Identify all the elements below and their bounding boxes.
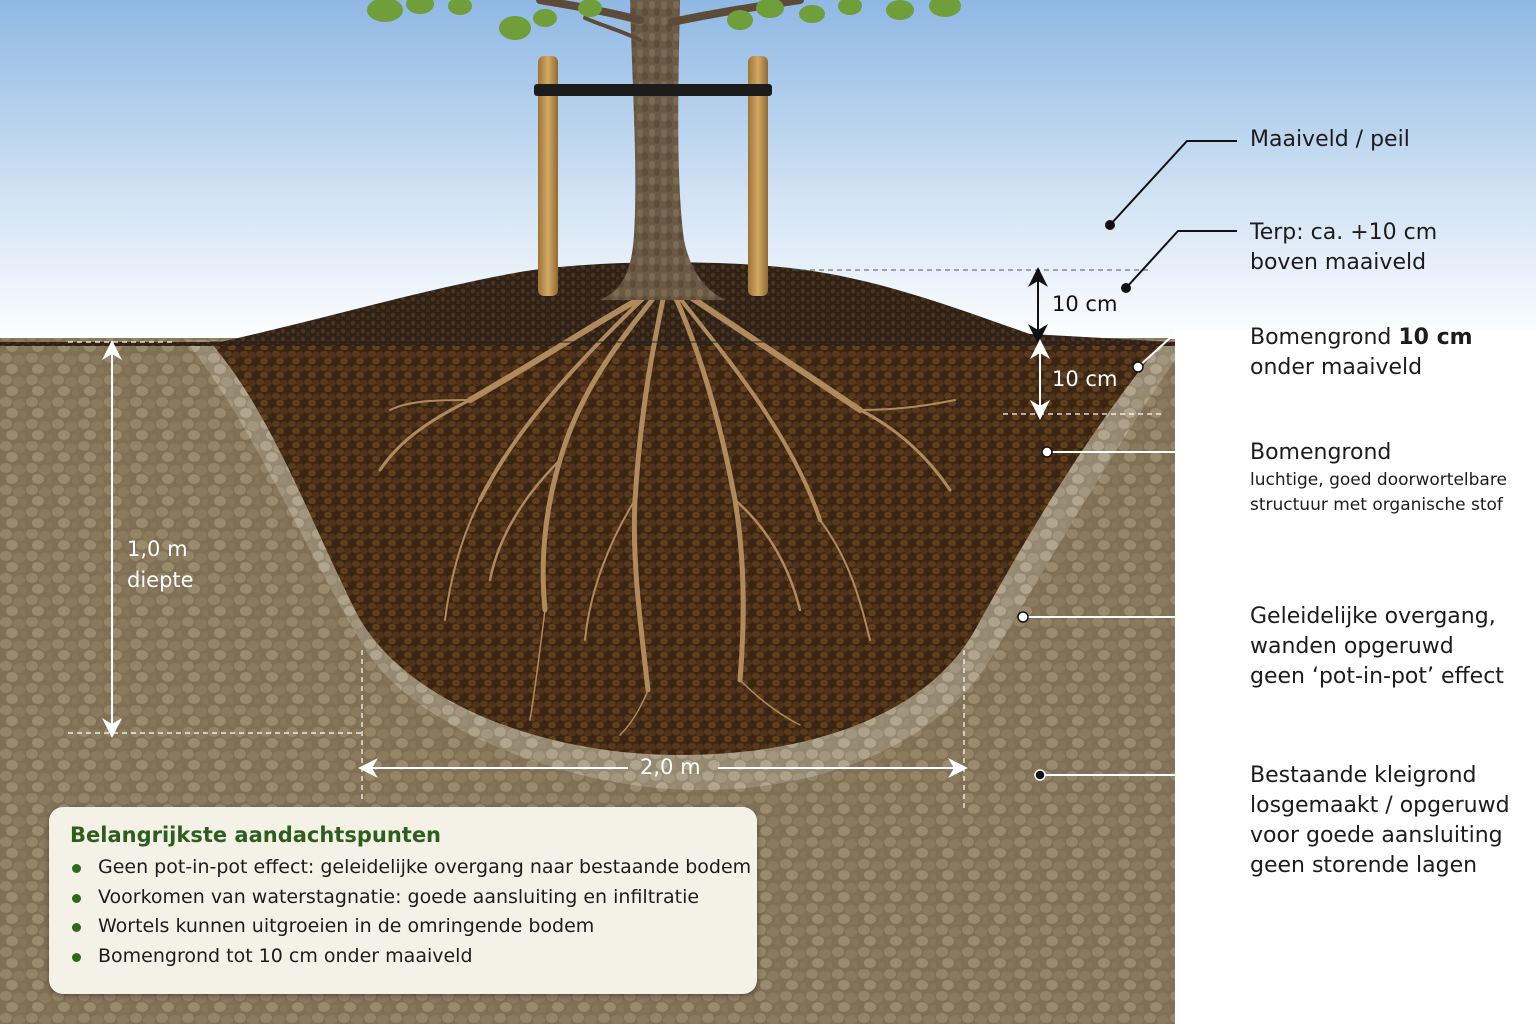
leader-dot-overgang [1017,611,1029,623]
tree-soil-pit [210,342,1160,755]
label-terp: Terp: ca. +10 cm boven maaiveld [1250,218,1437,278]
label-maaiveld: Maaiveld / peil [1250,125,1410,155]
leader-dot-bomengrond10 [1132,361,1144,373]
key-points-title: Belangrijkste aandachtspunten [70,823,442,847]
label-kleigrond-line2: losgemaakt / opgeruwd [1250,793,1510,818]
bullet-icon [72,923,81,932]
tree-leaves [367,0,961,40]
key-points-list: Geen pot-in-pot effect: geleidelijke ove… [70,853,751,972]
tree-stake-left [538,56,558,296]
leader-terp [1125,230,1237,289]
leader-dot-maaiveld [1105,220,1115,230]
leader-bomengrond10 [1137,337,1237,368]
depth-label-value: 1,0 m [127,537,188,561]
mound-terp [0,262,1175,346]
label-bomengrond-title: Bomengrond [1250,440,1392,465]
tree-tie-strap [534,84,772,96]
leader-dot-terp [1121,283,1131,293]
label-maaiveld-text: Maaiveld / peil [1250,127,1410,152]
label-kleigrond-line3: voor goede aansluiting [1250,823,1503,848]
tree-roots [378,287,956,736]
leader-dot-bomengrond [1041,446,1053,458]
depth-label: 1,0 m diepte [127,534,194,596]
label-bomengrond-sub2: structuur met organische stof [1250,495,1503,515]
label-overgang-line1: Geleidelijke overgang, [1250,604,1496,629]
label-bomengrond-10cm-line1: Bomengrond 10 cm [1250,323,1473,353]
key-point-text: Bomengrond tot 10 cm onder maaiveld [98,944,473,967]
label-bomengrond-10cm-bold: 10 cm [1398,325,1473,350]
label-terp-line2: boven maaiveld [1250,250,1427,275]
tree-trunk [600,0,725,300]
label-overgang-line2: wanden opgeruwd [1250,634,1454,659]
key-point-text: Wortels kunnen uitgroeien in de omringen… [98,915,595,937]
label-kleigrond-line1: Bestaande kleigrond [1250,763,1477,788]
label-bomengrond: Bomengrond luchtige, goed doorwortelbare… [1250,438,1507,518]
label-terp-line1: Terp: ca. +10 cm [1250,220,1438,245]
terp-height-label: 10 cm [1052,292,1118,316]
label-bomengrond-10cm-prefix: Bomengrond [1250,325,1399,350]
key-point-item: Geen pot-in-pot effect: geleidelijke ove… [70,853,751,883]
label-overgang: Geleidelijke overgang, wanden opgeruwd g… [1250,602,1504,692]
key-point-item: Voorkomen van waterstagnatie: goede aans… [70,883,737,913]
depth-label-unit: diepte [127,568,194,592]
callout-leaders [1017,140,1237,781]
key-point-text: Voorkomen van waterstagnatie: goede aans… [98,885,700,908]
right-margin [1175,330,1536,1024]
label-bomengrond-10cm-line2: onder maaiveld [1250,355,1423,380]
bullet-icon [72,864,81,873]
key-points-box: Belangrijkste aandachtspunten Geen pot-i… [49,807,757,994]
label-bomengrond-10cm: Bomengrond 10 cm onder maaiveld [1250,323,1473,383]
bullet-icon [72,893,81,903]
leader-maaiveld [1109,140,1237,226]
key-point-item: Bomengrond tot 10 cm onder maaiveld [70,942,737,972]
key-point-text: Geen pot-in-pot effect: geleidelijke ove… [98,856,752,878]
tree-stake-right [748,56,768,296]
label-kleigrond: Bestaande kleigrond losgemaakt / opgeruw… [1250,761,1510,881]
bullet-icon [72,952,81,962]
width-label: 2,0 m [640,755,701,779]
leader-dot-klei [1034,769,1046,781]
label-kleigrond-line4: geen storende lagen [1250,853,1478,878]
below-depth-label: 10 cm [1052,367,1118,391]
label-bomengrond-sub1: luchtige, goed doorwortelbare [1250,470,1507,490]
label-overgang-line3: geen ‘pot-in-pot’ effect [1250,664,1504,689]
key-point-item: Wortels kunnen uitgroeien in de omringen… [70,912,737,942]
